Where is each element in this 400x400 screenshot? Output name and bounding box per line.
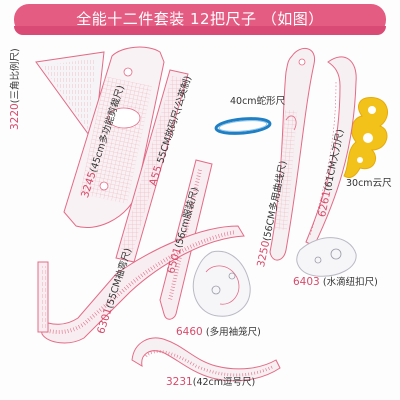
label-3231: 3231(42cm逗号尺) xyxy=(166,376,256,389)
label-6403-code: 6403 xyxy=(293,276,320,288)
snake-ruler xyxy=(214,117,272,135)
label-6460-desc: (多用袖笼尺) xyxy=(205,327,261,338)
banner-shadow xyxy=(14,26,386,35)
banner-title: 全能十二件套装 12把尺子 （如图） xyxy=(76,10,324,28)
label-3231-desc: (42cm逗号尺) xyxy=(192,377,256,388)
label-3220: 3220(三角比例尺) xyxy=(9,48,21,130)
label-6403-desc: (水滴纽扣尺) xyxy=(322,277,378,288)
label-6460: 6460 (多用袖笼尺) xyxy=(176,326,261,339)
cloud-ruler xyxy=(343,97,389,179)
label-3220-desc: (三角比例尺) xyxy=(10,48,21,104)
label-6460-code: 6460 xyxy=(176,326,203,338)
label-cloud-ruler: 30cm云尺 xyxy=(346,178,392,189)
ruler-6403-drop xyxy=(296,237,357,277)
label-3231-code: 3231 xyxy=(166,376,193,388)
label-3220-code: 3220 xyxy=(9,103,21,130)
label-6403: 6403 (水滴纽扣尺) xyxy=(293,276,378,289)
ruler-6301-sleeve xyxy=(37,225,245,344)
ruler-3220-triangle xyxy=(35,51,105,144)
title-banner: 全能十二件套装 12把尺子 （如图） xyxy=(0,0,400,38)
ruler-3231-comma xyxy=(131,337,281,382)
ruler-3250-curve xyxy=(269,48,316,261)
ruler-6460-armhole xyxy=(192,250,251,317)
label-snake-ruler: 40cm蛇形尺 xyxy=(230,96,286,107)
